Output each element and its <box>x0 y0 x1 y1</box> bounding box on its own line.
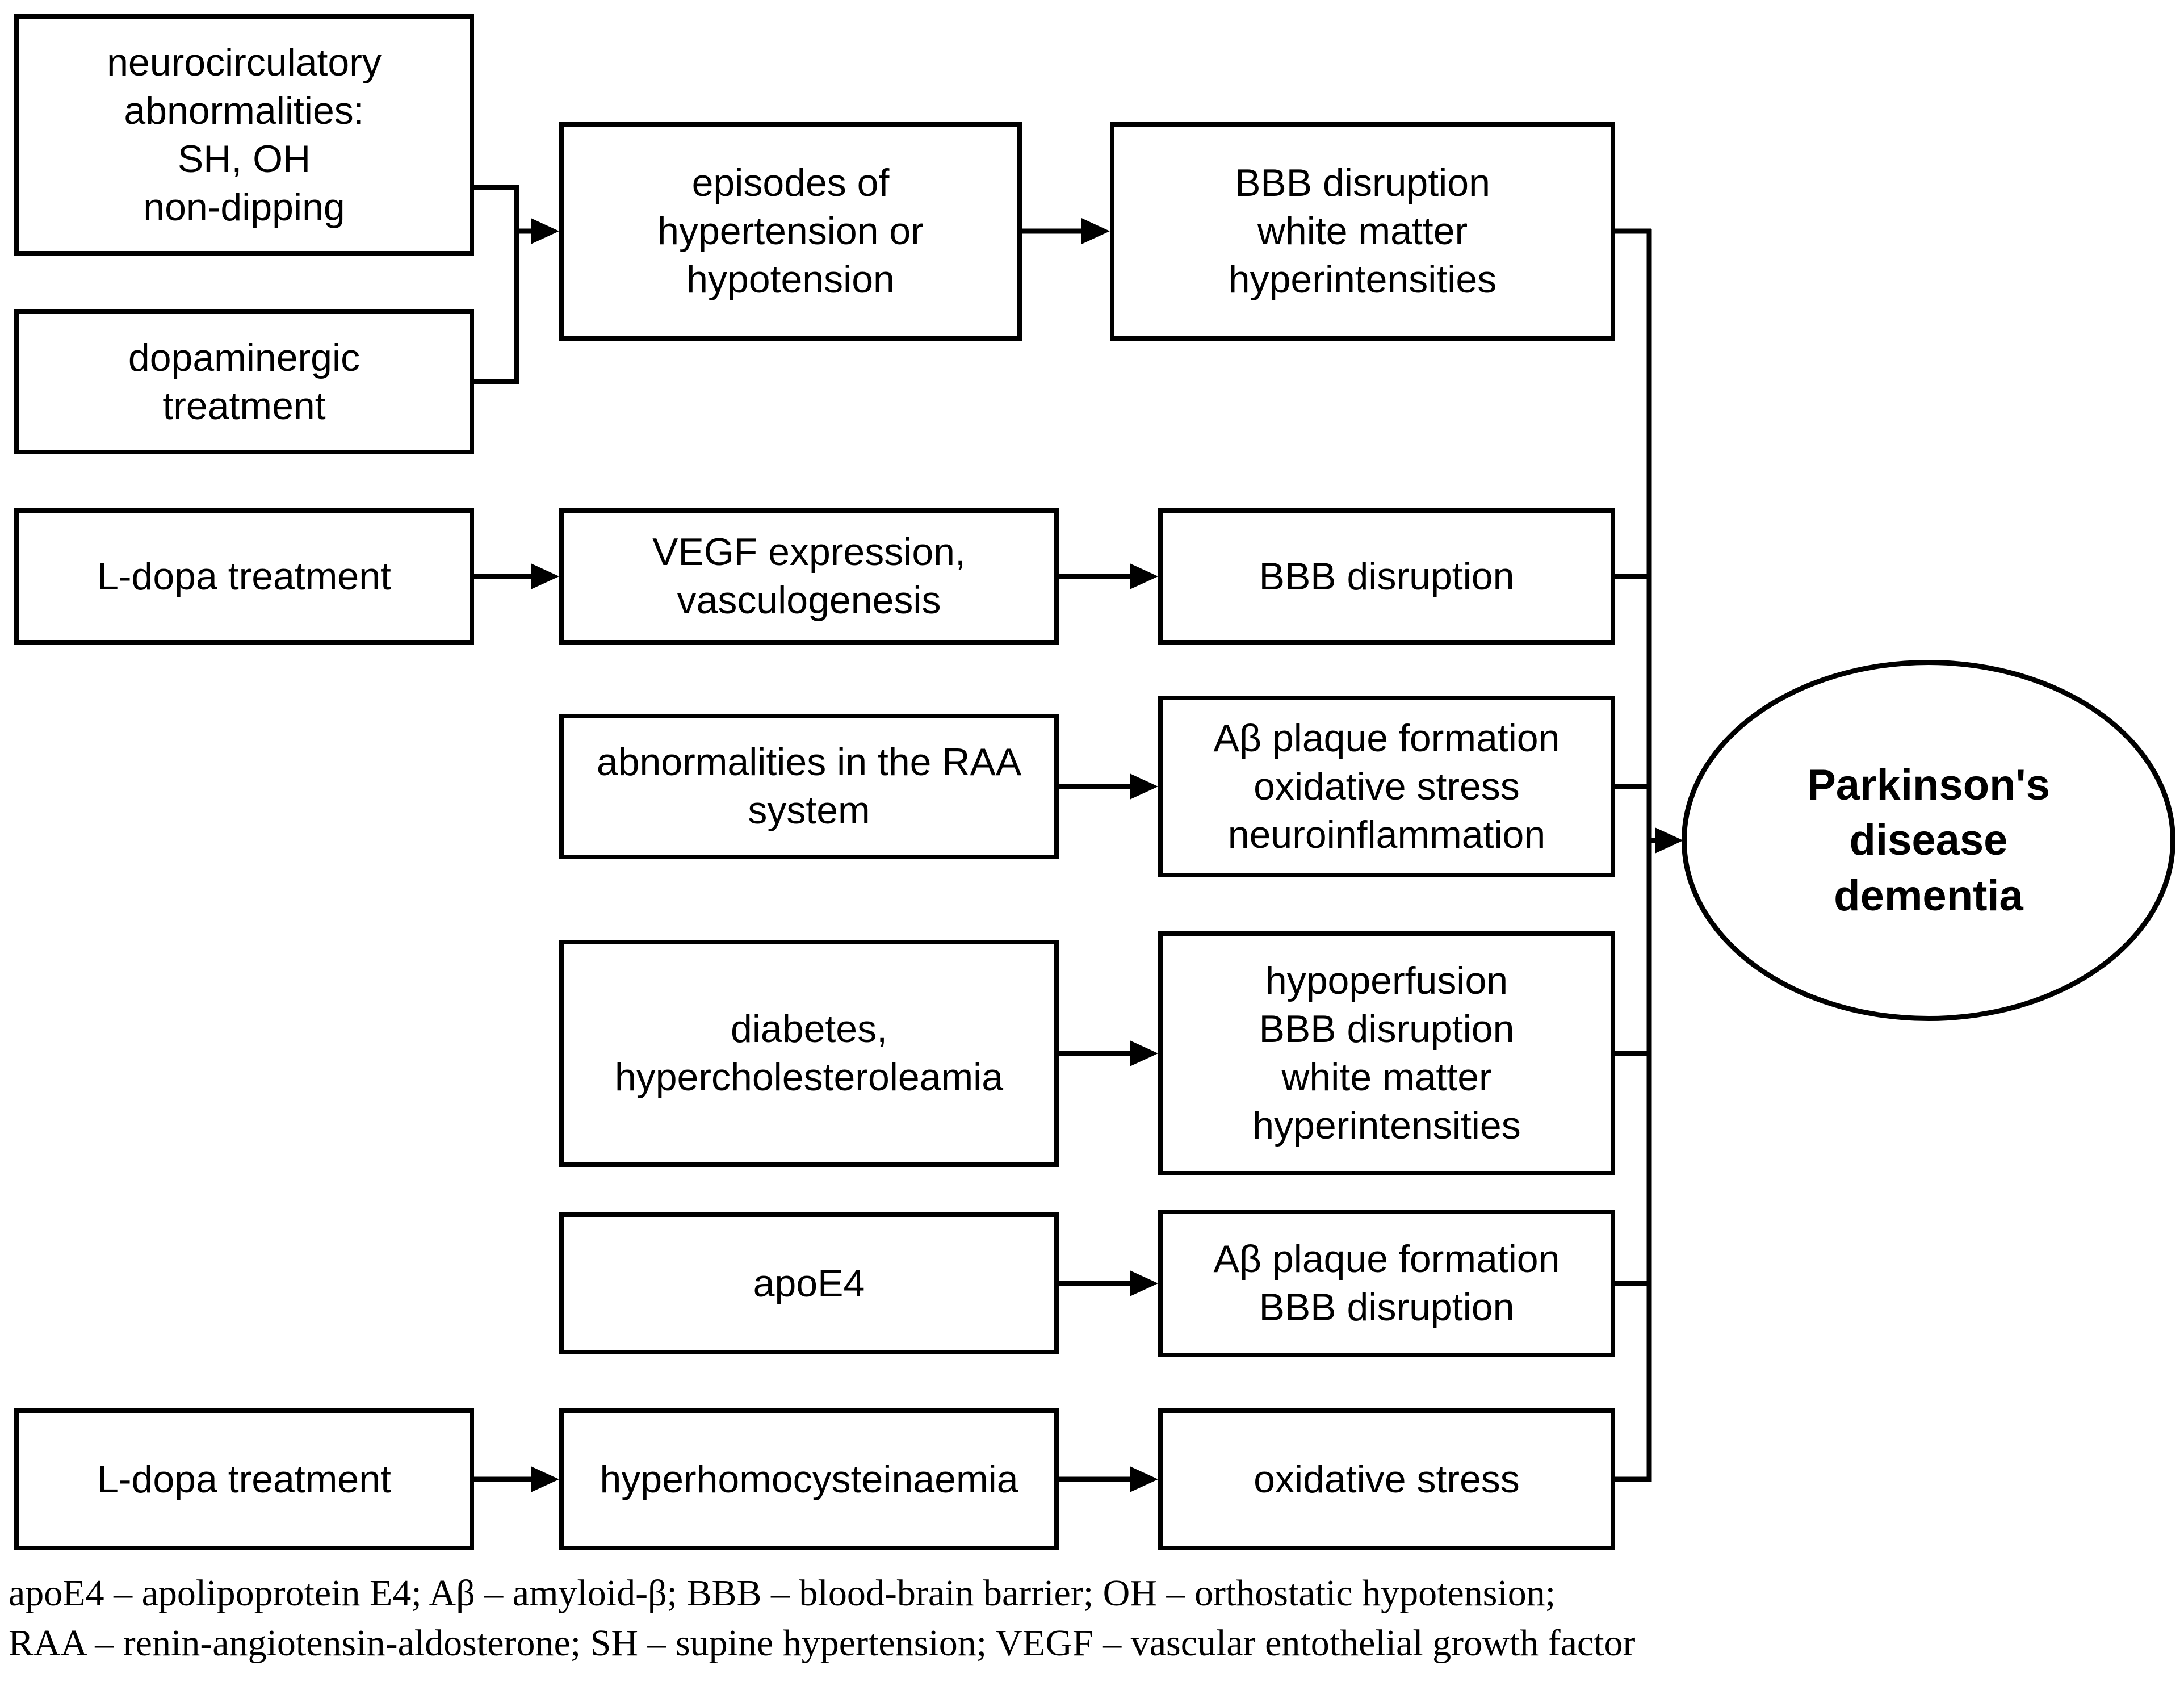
arrow-ldopa2-to-hyperhomocysteinaemia <box>474 1466 559 1492</box>
arrow-diabetes-to-hypoperfusion <box>1059 1040 1158 1066</box>
node-l-dopa-treatment-1: L-dopa treatment <box>14 508 474 645</box>
node-hypoperfusion-bbb-white-matter: hypoperfusion BBB disruption white matte… <box>1158 931 1615 1175</box>
node-dopaminergic-treatment: dopaminergic treatment <box>14 309 474 454</box>
footer-abbreviations: apoE4 – apolipoprotein E4; Aβ – amyloid-… <box>9 1568 2172 1668</box>
node-bbb-disruption-white-matter-hyperintensities: BBB disruption white matter hyperintensi… <box>1110 122 1615 341</box>
node-abeta-oxidative-stress-neuroinflammation: Aβ plaque formation oxidative stress neu… <box>1158 696 1615 877</box>
arrow-episodes-to-bbb-wmh <box>1022 218 1110 244</box>
node-neurocirculatory-abnormalities: neurocirculatory abnormalities: SH, OH n… <box>14 14 474 256</box>
arrow-ldopa1-to-vegf <box>474 563 559 589</box>
bracket-sources-merge <box>474 185 559 384</box>
node-diabetes-hypercholesteroleamia: diabetes, hypercholesteroleamia <box>559 940 1059 1167</box>
node-bbb-disruption: BBB disruption <box>1158 508 1615 645</box>
node-hyperhomocysteinaemia: hyperhomocysteinaemia <box>559 1408 1059 1550</box>
node-oxidative-stress: oxidative stress <box>1158 1408 1615 1550</box>
arrow-vegf-to-bbb <box>1059 563 1158 589</box>
node-abeta-plaque-bbb-disruption: Aβ plaque formation BBB disruption <box>1158 1210 1615 1357</box>
node-vegf-expression-vasculogenesis: VEGF expression, vasculogenesis <box>559 508 1059 645</box>
footer-line-2: RAA – renin-angiotensin-aldosterone; SH … <box>9 1622 1636 1664</box>
node-apoe4: apoE4 <box>559 1212 1059 1354</box>
outcome-parkinsons-disease-dementia: Parkinson's disease dementia <box>1682 660 2175 1021</box>
arrow-hyperhomocysteinaemia-to-oxidative-stress <box>1059 1466 1158 1492</box>
arrow-trunk-to-outcome <box>1649 827 1683 854</box>
node-l-dopa-treatment-2: L-dopa treatment <box>14 1408 474 1550</box>
footer-line-1: apoE4 – apolipoprotein E4; Aβ – amyloid-… <box>9 1572 1556 1614</box>
node-episodes-of-hypertension-or-hypotension: episodes of hypertension or hypotension <box>559 122 1022 341</box>
node-raa-system-abnormalities: abnormalities in the RAA system <box>559 714 1059 859</box>
arrow-raa-to-abeta <box>1059 773 1158 800</box>
arrow-apoe4-to-abeta-bbb <box>1059 1270 1158 1296</box>
